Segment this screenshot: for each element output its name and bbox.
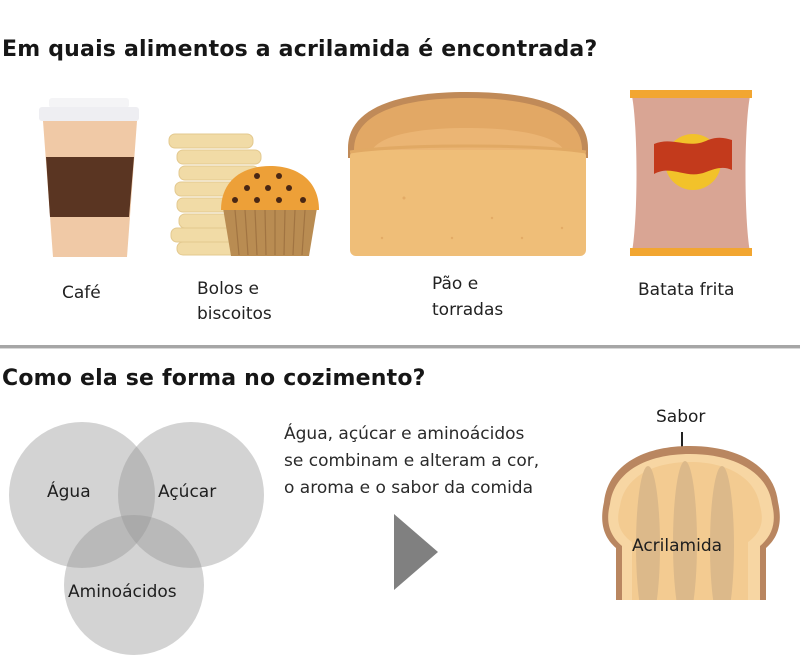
toast-slice-icon <box>602 432 780 600</box>
toast-label-acrilamida: Acrilamida <box>632 536 723 556</box>
description-line-1: Água, açúcar e aminoácidos <box>284 424 525 444</box>
venn-label-acucar: Açúcar <box>158 482 217 502</box>
venn-diagram: Água Açúcar Aminoácidos <box>0 410 280 655</box>
food-label-pao-line1: Pão e <box>432 274 479 294</box>
venn-circle-agua <box>9 422 155 568</box>
food-label-bolos-line1: Bolos e <box>197 279 259 299</box>
section1-title: Em quais alimentos a acrilamida é encont… <box>2 37 598 62</box>
cookies-muffin-icon <box>168 133 319 256</box>
venn-label-agua: Água <box>47 482 91 502</box>
food-label-batata: Batata frita <box>638 280 735 300</box>
chips-bag-icon <box>630 90 752 256</box>
play-arrow-icon <box>394 514 438 590</box>
venn-circle-acucar <box>118 422 264 568</box>
toast-label-sabor: Sabor <box>656 407 706 427</box>
food-label-pao-line2: torradas <box>432 300 504 320</box>
food-label-cafe: Café <box>62 283 101 303</box>
description-line-2: se combinam e alteram a cor, <box>284 451 540 471</box>
section2-title: Como ela se forma no cozimento? <box>2 366 426 391</box>
description-line-3: o aroma e o sabor da comida <box>284 478 533 498</box>
section-divider <box>0 345 800 349</box>
venn-label-aminoacidos: Aminoácidos <box>68 582 177 602</box>
bread-loaf-icon <box>348 92 588 256</box>
coffee-cup-icon <box>39 98 139 257</box>
food-label-bolos-line2: biscoitos <box>197 304 272 324</box>
